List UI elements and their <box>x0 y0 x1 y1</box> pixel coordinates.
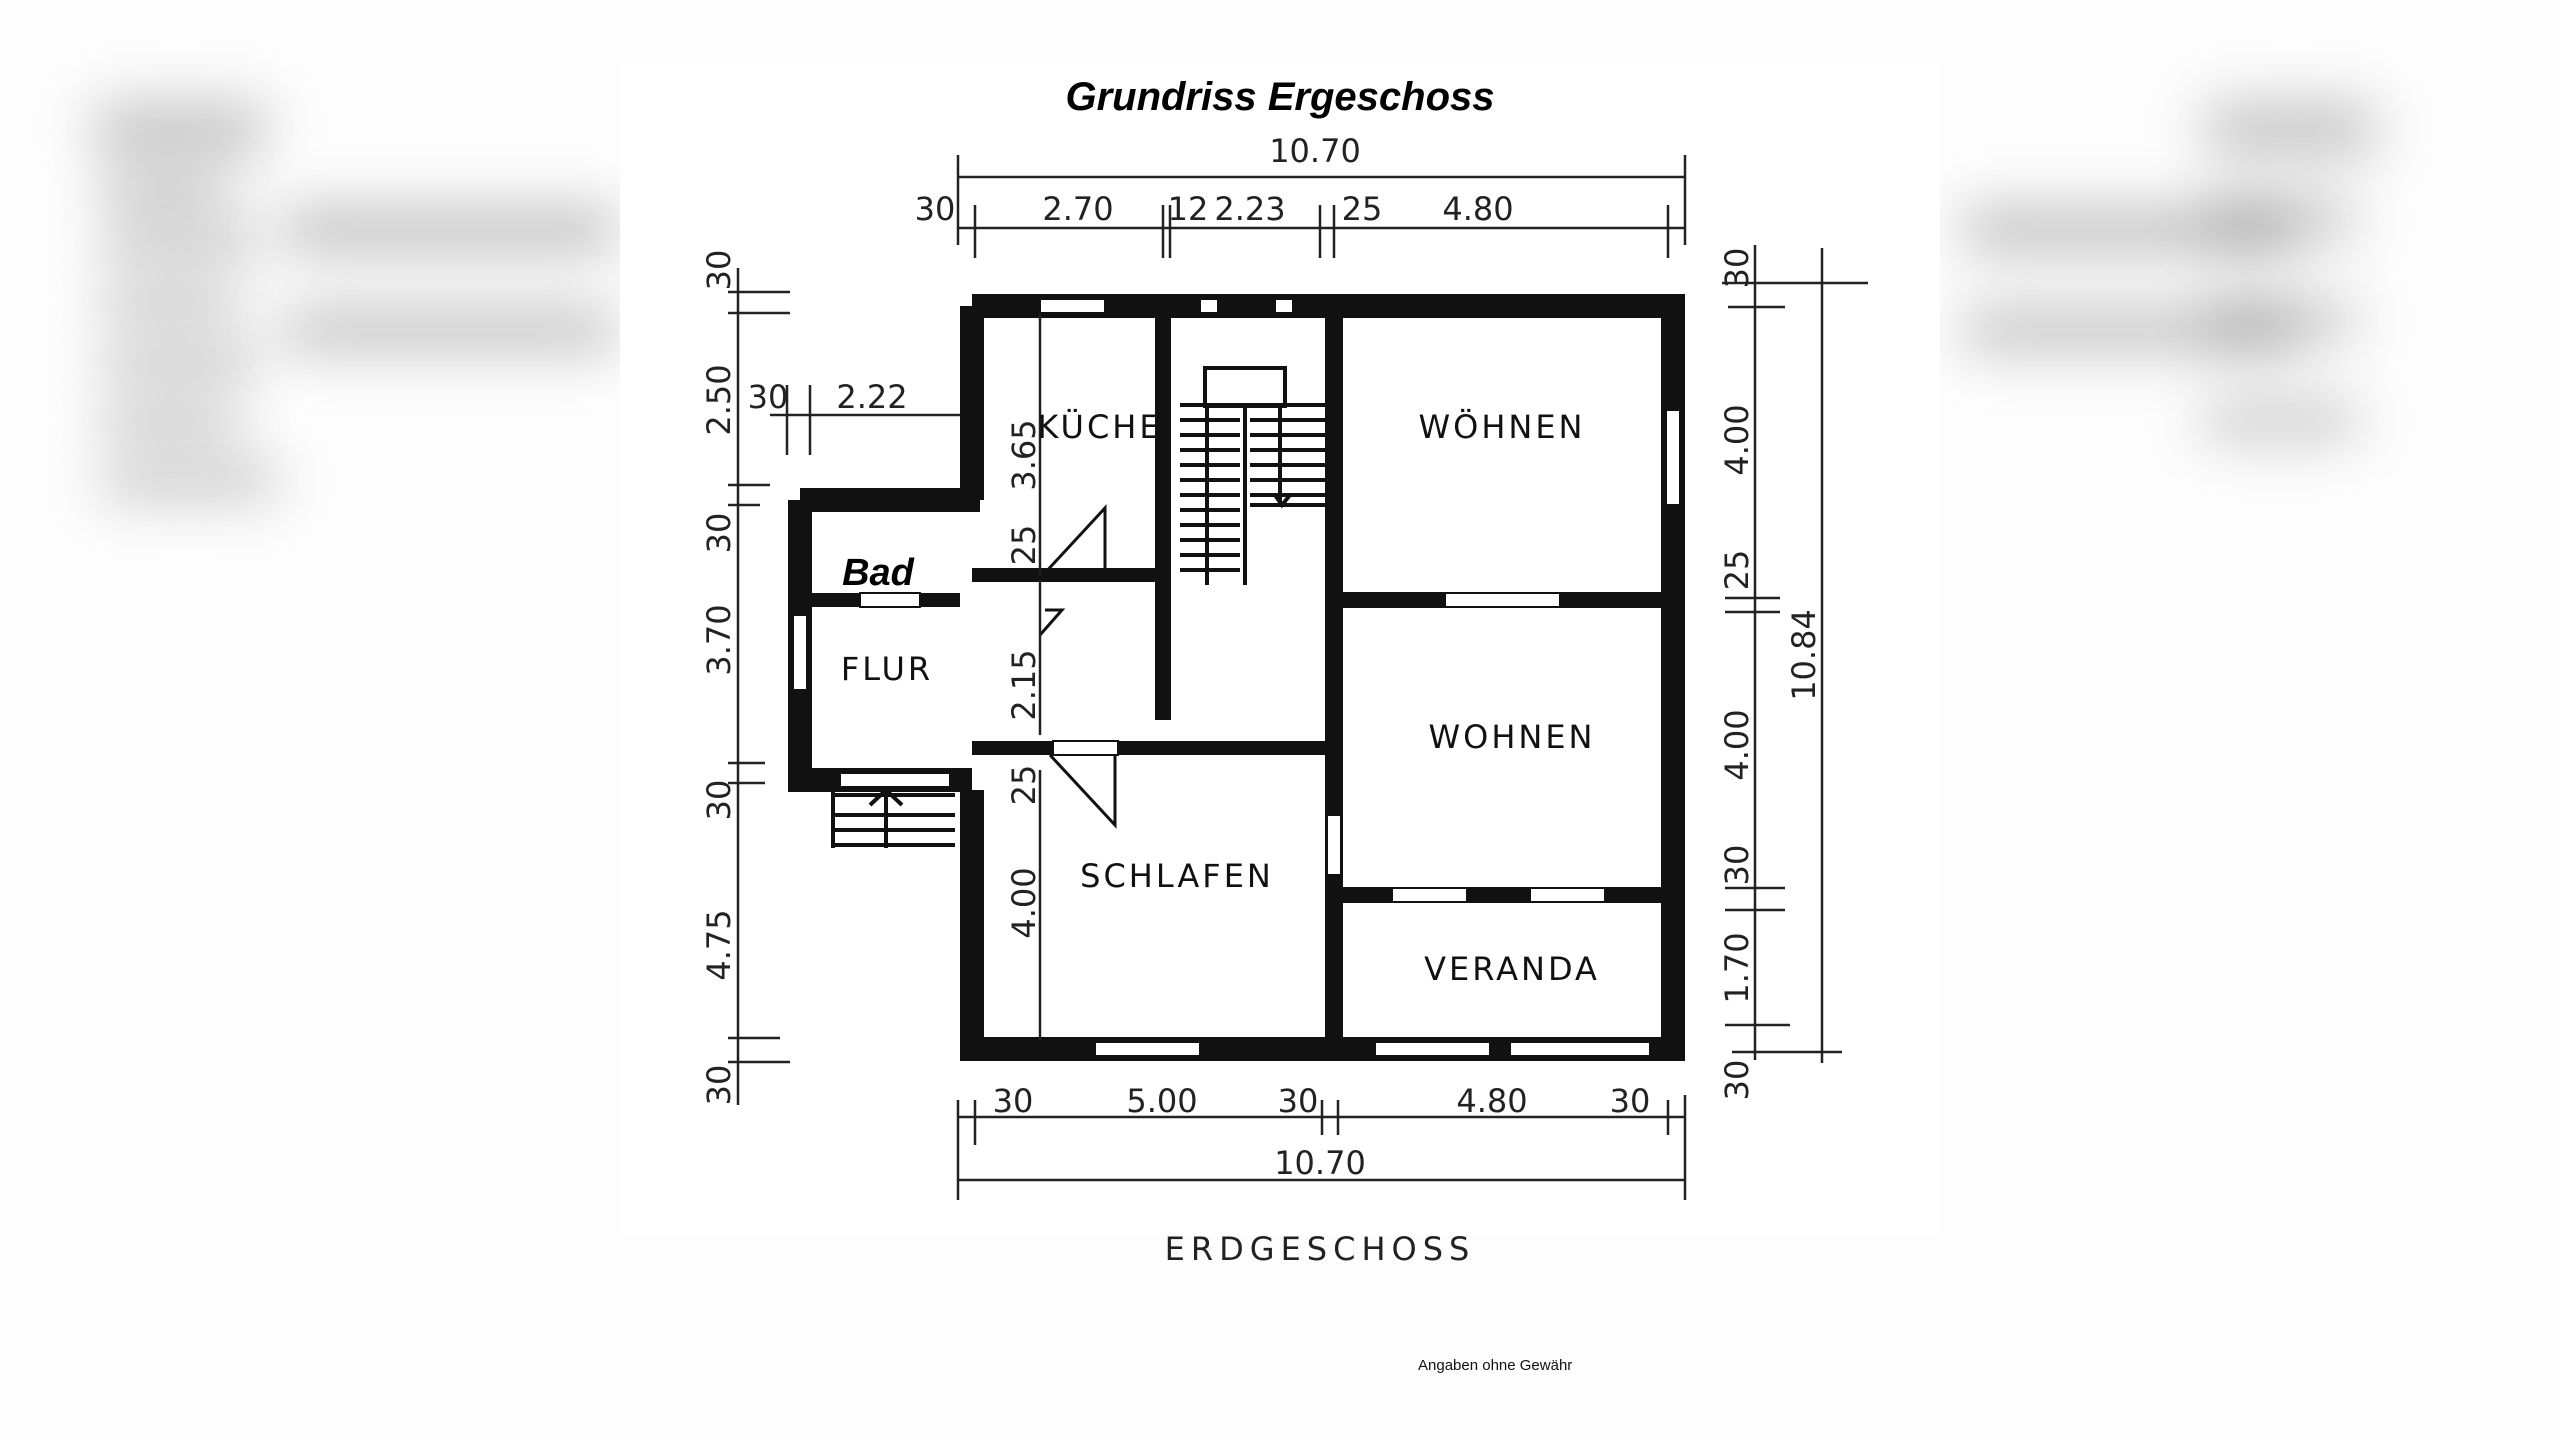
doors <box>1038 504 1117 829</box>
dim-left-4: 3.70 <box>700 604 738 675</box>
room-label-flur: FLUR <box>841 650 933 688</box>
dim-bottom-1: 30 <box>993 1082 1034 1120</box>
dim-kitchen-wall: 25 <box>1005 525 1043 566</box>
dim-top-5: 25 <box>1342 190 1383 228</box>
dimension-lines <box>728 155 1868 1200</box>
dim-left-6: 4.75 <box>700 909 738 980</box>
dim-hall: 2.15 <box>1005 649 1043 720</box>
dim-bottom-3: 30 <box>1278 1082 1319 1120</box>
dim-left-2: 2.50 <box>700 364 738 435</box>
dim-left-1: 30 <box>700 250 738 291</box>
dim-right-4: 4.00 <box>1718 709 1756 780</box>
room-label-wohnen-1: WÖHNEN <box>1419 408 1586 446</box>
windows <box>792 298 1681 1057</box>
dim-right-total: 10.84 <box>1785 609 1823 701</box>
dim-top-total: 10.70 <box>1269 132 1361 170</box>
dim-bottom-total: 10.70 <box>1274 1144 1366 1182</box>
staircase <box>831 366 1330 848</box>
dim-schlafen-length: 4.00 <box>1005 867 1043 938</box>
dim-bottom-2: 5.00 <box>1126 1082 1197 1120</box>
dim-top-1: 30 <box>915 190 956 228</box>
room-label-wohnen-2: WOHNEN <box>1429 718 1596 756</box>
room-label-bad: Bad <box>842 552 915 594</box>
dim-bottom-5: 30 <box>1610 1082 1651 1120</box>
disclaimer: Angaben ohne Gewähr <box>1418 1357 1573 1374</box>
dim-top-6: 4.80 <box>1442 190 1513 228</box>
dim-schlafen-wall: 25 <box>1005 765 1043 806</box>
dim-left-inner-2: 2.22 <box>836 378 907 416</box>
floor-label: ERDGESCHOSS <box>1165 1230 1476 1268</box>
dim-right-1: 30 <box>1718 248 1756 289</box>
dim-left-inner-1: 30 <box>748 378 789 416</box>
left-dimensions: 30 2.50 30 3.70 30 4.75 30 30 2.22 <box>700 250 908 1106</box>
room-label-veranda: VERANDA <box>1424 950 1600 988</box>
right-dimensions: 30 4.00 25 4.00 30 1.70 30 10.84 <box>1718 248 1823 1101</box>
dim-top-4: 2.23 <box>1214 190 1285 228</box>
walls <box>788 294 1685 1061</box>
dim-left-5: 30 <box>700 780 738 821</box>
room-label-schlafen: SCHLAFEN <box>1080 857 1274 895</box>
room-label-kueche: KÜCHE <box>1037 408 1162 446</box>
dim-top-3: 12 <box>1168 190 1209 228</box>
dim-right-3: 25 <box>1718 550 1756 591</box>
dim-top-2: 2.70 <box>1042 190 1113 228</box>
page-title: Grundriss Ergeschoss <box>1065 75 1495 119</box>
dim-kitchen-length: 3.65 <box>1005 419 1043 490</box>
dim-right-2: 4.00 <box>1718 404 1756 475</box>
dim-right-6: 1.70 <box>1718 932 1756 1003</box>
dim-right-7: 30 <box>1718 1060 1756 1101</box>
dim-bottom-4: 4.80 <box>1456 1082 1527 1120</box>
dim-left-3: 30 <box>700 513 738 554</box>
dim-right-5: 30 <box>1718 845 1756 886</box>
dim-left-7: 30 <box>700 1065 738 1106</box>
